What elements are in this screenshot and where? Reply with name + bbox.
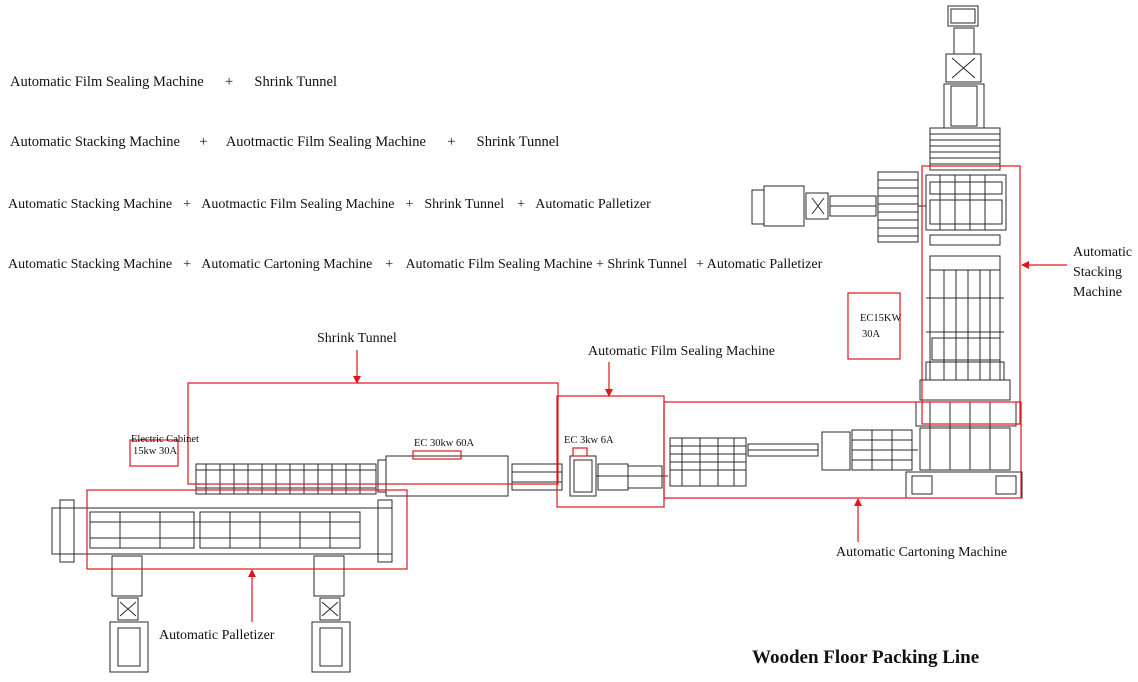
page-title: Wooden Floor Packing Line	[752, 647, 980, 668]
stacking-label-line-1: Automatic	[1073, 245, 1133, 260]
config-1-plus-1: +	[224, 74, 234, 90]
shrink-tunnel-label: Shrink Tunnel	[317, 331, 397, 346]
config-3-part-1: Automatic Stacking Machine	[8, 197, 173, 212]
config-line-2: Automatic Stacking Machine + Auotmactic …	[10, 134, 559, 151]
stacking-machine-box	[921, 165, 1021, 425]
palletizer-drawing	[51, 499, 393, 673]
config-4-part-3: Automatic Film Sealing Machine	[405, 257, 593, 272]
config-3-part-3: Shrink Tunnel	[424, 197, 505, 212]
ec3-cabinet-box	[572, 447, 588, 457]
config-2-part-3: Shrink Tunnel	[476, 134, 560, 150]
electric-cabinet-box	[129, 439, 179, 467]
palletizer-box	[86, 489, 408, 570]
config-3-plus-3: +	[517, 197, 526, 212]
stacking-label-line-2: Stacking	[1073, 265, 1122, 280]
ec30-cabinet-box	[412, 450, 462, 460]
config-line-1: Automatic Film Sealing Machine + Shrink …	[10, 74, 337, 91]
ec30-label: EC 30kw 60A	[414, 438, 475, 449]
config-3-part-2: Auotmactic Film Sealing Machine	[201, 197, 395, 212]
config-4-plus-4: +	[696, 257, 705, 272]
config-2-part-1: Automatic Stacking Machine	[10, 134, 180, 150]
config-line-4: Automatic Stacking Machine + Automatic C…	[8, 257, 822, 273]
ec3-label: EC 3kw 6A	[564, 435, 614, 446]
config-2-plus-1: +	[199, 134, 208, 150]
stacking-machine-drawing	[905, 5, 1023, 499]
config-2-plus-2: +	[447, 134, 456, 150]
config-2-part-2: Auotmactic Film Sealing Machine	[225, 134, 426, 150]
ec15-cabinet-box	[847, 292, 901, 360]
shrink-tunnel-drawing	[195, 455, 509, 497]
config-3-plus-2: +	[405, 197, 414, 212]
config-4-part-2: Automatic Cartoning Machine	[201, 257, 373, 272]
infeed-conveyor-drawing	[751, 171, 926, 243]
cartoning-machine-drawing	[669, 429, 918, 487]
config-4-part-4: Shrink Tunnel	[607, 257, 688, 272]
film-sealing-label: Automatic Film Sealing Machine	[588, 344, 776, 359]
ec15-label-line-1: EC15KW	[860, 313, 902, 324]
palletizer-label: Automatic Palletizer	[159, 628, 275, 643]
config-1-part-1: Automatic Film Sealing Machine	[10, 74, 204, 90]
pointer-arrows	[248, 261, 1067, 622]
shrink-tunnel-box	[187, 382, 559, 485]
ec15-label-line-2: 30A	[862, 329, 881, 340]
config-3-plus-1: +	[183, 197, 191, 212]
highlight-boxes	[86, 165, 1022, 570]
film-sealing-machine-drawing	[511, 455, 668, 497]
config-1-part-2: Shrink Tunnel	[254, 74, 338, 90]
config-4-part-5: Automatic Palletizer	[706, 257, 823, 272]
config-4-plus-3: +	[595, 257, 604, 272]
config-4-plus-1: +	[183, 257, 191, 272]
config-4-part-1: Automatic Stacking Machine	[8, 257, 173, 272]
cartoning-label: Automatic Cartoning Machine	[836, 545, 1008, 560]
electric-cabinet-label-line-1: Electric Cabinet	[131, 434, 199, 445]
electric-cabinet-label-line-2: 15kw 30A	[133, 446, 178, 457]
config-line-3: Automatic Stacking Machine + Auotmactic …	[8, 197, 651, 213]
stacking-label-line-3: Machine	[1073, 285, 1122, 300]
config-4-plus-2: +	[385, 257, 394, 272]
config-3-part-4: Automatic Palletizer	[535, 197, 651, 212]
